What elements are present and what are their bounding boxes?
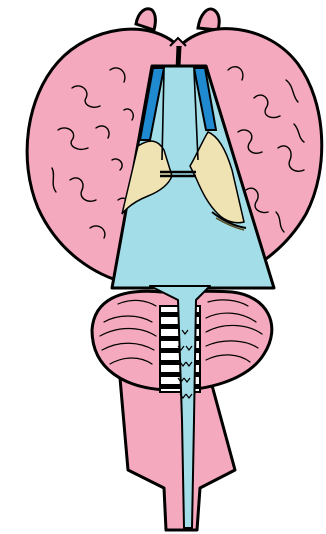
brainstem-icon: [120, 378, 235, 530]
olfactory-bulbs-icon: [136, 9, 219, 30]
